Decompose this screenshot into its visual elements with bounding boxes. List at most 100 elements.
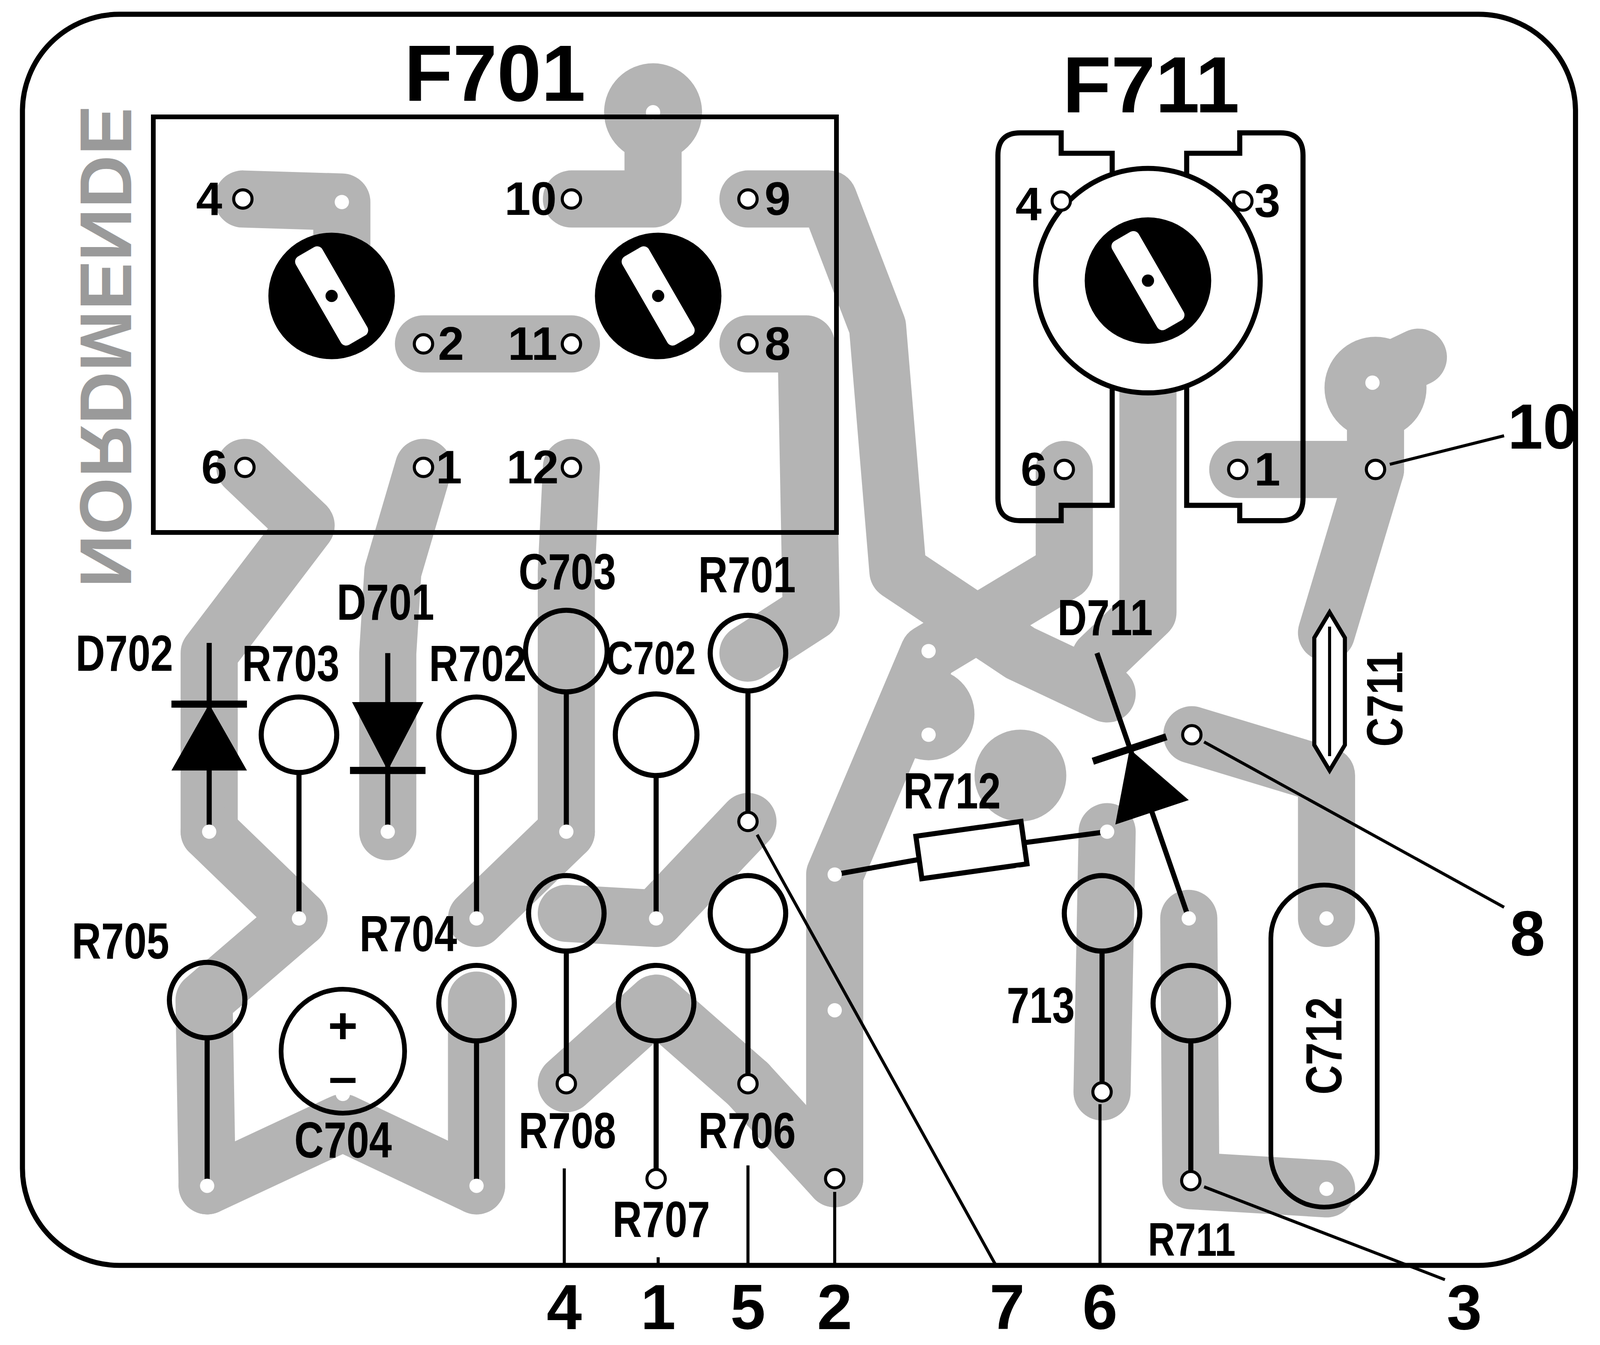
leader-line [564,435,1504,1280]
pin-number: 4 [1015,180,1042,228]
solder-hole [647,1169,666,1188]
callout-number: 6 [1082,1275,1118,1339]
callout-number: 2 [816,1275,853,1339]
solder-hole [414,458,433,477]
solder-hole [1233,191,1253,211]
resistor-body [169,610,1229,1041]
pin-number: 10 [504,175,557,223]
solder-hole [1182,725,1202,745]
copper-trace [387,467,424,832]
component-lead [1022,831,1107,843]
capacitor-symbol [1314,612,1345,771]
resistor-body [169,962,245,1038]
pin-number: 12 [506,443,559,491]
component-lead [204,1037,210,1186]
part-name: C702 [605,634,696,682]
resistor-body [710,875,786,951]
pad-dot [380,824,395,839]
solder-hole [1054,460,1074,479]
resistor-body [261,696,337,773]
part-name: D702 [75,627,174,679]
polarity-mark: – [328,1051,357,1103]
resistor-body [528,875,605,951]
board-outline [22,14,1576,1266]
pad-dot [1365,375,1380,390]
solder-hole [562,334,581,353]
resistor-body [438,696,515,773]
copper-trace [204,112,1419,1189]
leader-line [562,1168,566,1266]
copper-trace [747,343,812,654]
pad-dot [827,867,842,882]
callout-number: 3 [1446,1275,1483,1339]
copper-trace [1191,734,1327,919]
leader-line [656,1256,660,1268]
trimmer-core [1035,168,1260,393]
trimmer-core [1109,228,1188,333]
pad-dot [827,1003,842,1018]
pad-dot [921,727,936,742]
capacitor-symbol [1328,626,1332,757]
part-name: C704 [294,1114,392,1166]
part-name: R706 [698,1105,796,1157]
pad-dot [469,911,484,926]
pad-dot [334,194,349,209]
component-lead [473,1040,480,1186]
electrolytic-capacitor: +–C704 [278,986,408,1116]
pin-number: 3 [1254,177,1281,225]
component-lead [653,1040,659,1179]
component-lead [563,691,570,832]
pin-number: 11 [507,320,558,368]
diode-symbol [171,704,248,771]
pad-dot [559,824,574,839]
solder-hole [738,1074,758,1093]
pin-number: 1 [1254,445,1281,493]
callout-number: 10 [1507,394,1579,459]
pin-number: 4 [195,175,223,223]
solder-hole [825,1169,844,1188]
solder-hole [738,334,758,353]
resistor-body [710,615,786,691]
copper-trace [448,1000,506,1186]
solder-hole [414,334,433,353]
copper-trace [423,315,572,373]
part-name: R708 [518,1105,617,1157]
component-lead [207,642,1191,1186]
resistor-body [525,610,607,692]
pad-dot [921,643,936,658]
trimmer-core [594,232,722,359]
solder-hole [1092,1082,1112,1102]
solder-hole [562,458,581,477]
capacitor-symbol [1314,612,1345,771]
trimmer-core [325,289,338,303]
part-name: R705 [71,915,170,967]
pin-number: 6 [1020,445,1047,493]
coil-module: F701 [150,114,839,535]
leader-line [746,1165,750,1266]
leader-line [1389,435,1505,465]
solder-hole [233,189,253,209]
pad-dot [201,824,217,839]
pad-dot [469,1178,484,1193]
part-name: R712 [903,765,1001,817]
component-lead [745,951,751,1084]
pad-dot [1099,824,1115,839]
resistor-body [618,965,694,1041]
solder-hole [738,812,758,831]
trimmer-core [619,244,697,348]
leader-line [757,834,997,1266]
copper-pad [604,63,703,162]
leader-line [1204,741,1505,907]
pad-dot [1011,867,1026,882]
pad-dot [1181,911,1196,926]
pad-dot [292,911,307,926]
solder-hole [1228,460,1248,479]
trimmer-core [292,244,371,348]
callout-number: 4 [546,1275,582,1339]
solder-hole [1051,191,1071,211]
component-lead [834,858,921,875]
solder-hole [233,189,1385,1191]
callout-number: 5 [730,1275,766,1339]
pin-number: 8 [764,320,791,368]
trimmer-core [651,289,665,303]
